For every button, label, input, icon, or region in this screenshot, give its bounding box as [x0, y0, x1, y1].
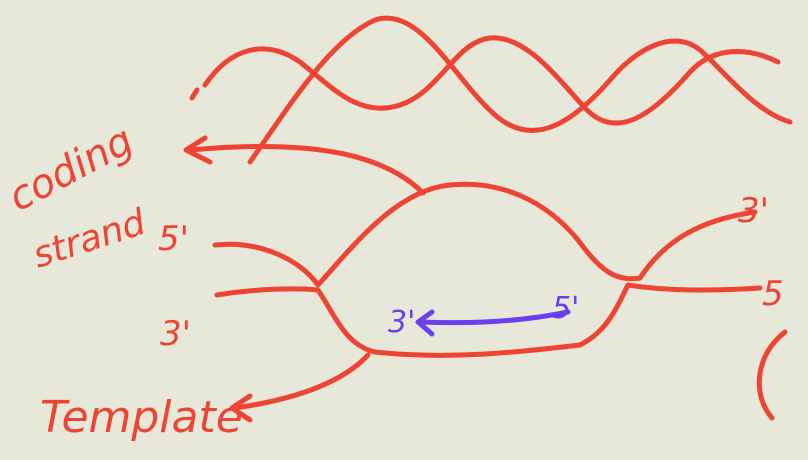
bubble-top-strand	[212, 181, 758, 288]
rna-arrow	[417, 309, 571, 326]
rna-arrowhead	[415, 309, 435, 337]
coding-strand-arrow	[187, 143, 426, 196]
helix-strand-a	[247, 15, 793, 165]
three-prime-left-label: 3'	[160, 314, 191, 354]
double-helix	[189, 15, 793, 165]
five-prime-right-label: 5	[762, 274, 784, 314]
three-prime-right-label: 3'	[738, 191, 769, 231]
rna-three-prime-label: 3'	[388, 305, 415, 340]
helix-strand-b	[202, 35, 781, 126]
coding-label: coding	[1, 117, 141, 220]
five-prime-left-label: 5'	[158, 219, 189, 259]
coding-arrowhead	[183, 135, 213, 165]
template-label: Template	[40, 392, 243, 443]
strand-label: strand	[28, 202, 152, 277]
bubble-bottom-strand	[214, 282, 763, 358]
rna-five-prime-label: 5'	[552, 291, 579, 326]
partial-bracket	[756, 329, 788, 421]
template-strand-arrow	[232, 352, 371, 411]
template-arrowhead	[229, 393, 253, 423]
helix-tick	[189, 87, 200, 101]
